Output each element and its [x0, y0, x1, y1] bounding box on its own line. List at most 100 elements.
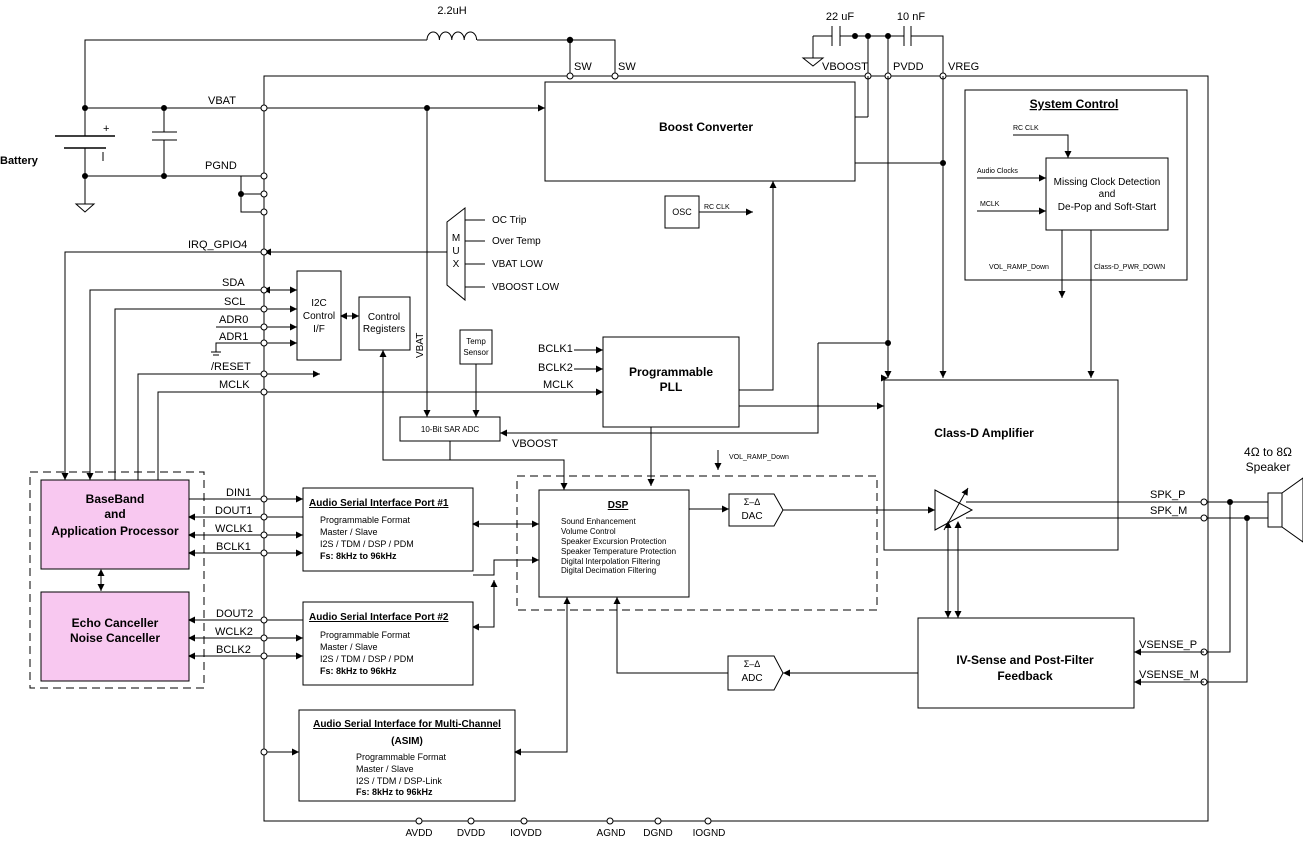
sysctl-audio-clocks-label: Audio Clocks [977, 168, 1018, 175]
asim-item-4: Fs: 8kHz to 96kHz [356, 787, 433, 797]
pin-vbat-label: VBAT [208, 95, 236, 107]
battery-plus: + [103, 123, 109, 135]
asim-item-3: I2S / TDM / DSP-Link [356, 776, 442, 786]
asi-port1-item-1: Programmable Format [320, 515, 411, 525]
pin-irq-label: IRQ_GPIO4 [188, 239, 247, 251]
missing-clock-line2: and [1099, 189, 1116, 200]
pin-scl-label: SCL [224, 296, 245, 308]
pin-spk-p-label: SPK_P [1150, 489, 1185, 501]
vbat-vertical-label: VBAT [415, 333, 426, 358]
iv-sense-block [917, 617, 1135, 709]
speaker-symbol [1200, 477, 1303, 686]
baseband-label-2: and [104, 507, 125, 521]
missing-clock-line1: Missing Clock Detection [1054, 177, 1161, 188]
pin-sw1-label: SW [574, 61, 592, 73]
pin-dout2-label: DOUT2 [216, 608, 253, 620]
echo-label-1: Echo Canceller [72, 616, 159, 630]
iv-sense-label-1: IV-Sense and Post-Filter [956, 653, 1094, 667]
sar-adc-block [399, 416, 501, 442]
mux-letter-u: U [452, 246, 459, 257]
pin-din1-label: DIN1 [226, 487, 251, 499]
temp-sensor-label-1: Temp [466, 337, 486, 346]
boost-converter-block [544, 81, 856, 182]
asi-port1-block [302, 487, 474, 572]
pin-iognd-label: IOGND [693, 828, 726, 839]
sysctl-rc-clk-label: RC CLK [1013, 125, 1039, 132]
pll-in-mclk: MCLK [543, 379, 574, 391]
pin-vsense-p-label: VSENSE_P [1139, 639, 1197, 651]
battery-ground-symbol [74, 203, 96, 213]
pin-dvdd-label: DVDD [457, 828, 485, 839]
sigma-delta-dac-block [728, 493, 784, 527]
asi-port2-item-1: Programmable Format [320, 630, 411, 640]
asi-port2-title: Audio Serial Interface Port #2 [309, 612, 449, 623]
class-d-amplifier-block [883, 379, 1119, 551]
inductor-label: 2.2uH [437, 5, 466, 17]
asim-item-1: Programmable Format [356, 752, 447, 762]
battery-label: Battery [0, 155, 39, 167]
cap-10nf-label: 10 nF [897, 11, 925, 23]
temp-sensor-block [459, 329, 493, 365]
dac-label: DAC [741, 511, 762, 522]
pin-iovdd-label: IOVDD [510, 828, 542, 839]
pin-pgnd-label: PGND [205, 160, 237, 172]
osc-block [664, 195, 700, 229]
asi-port2-item-2: Master / Slave [320, 642, 378, 652]
sysctl-mclk-label: MCLK [980, 201, 1000, 208]
pin-mclk-label: MCLK [219, 379, 250, 391]
asim-subtitle: (ASIM) [391, 736, 423, 747]
vol-ramp-down-label-2: VOL_RAMP_Down [729, 454, 789, 461]
pin-bclk2-label: BCLK2 [216, 644, 251, 656]
system-control-title: System Control [1030, 97, 1119, 111]
boost-converter-label: Boost Converter [659, 120, 753, 134]
mux-input-oc-trip: OC Trip [492, 215, 527, 226]
dsp-item-5: Digital Interpolation Filtering [561, 557, 660, 566]
external-power-network: 2.2uH VBAT + Battery PGND [0, 5, 944, 216]
asi-port2-item-4: Fs: 8kHz to 96kHz [320, 666, 397, 676]
asi1-signal-lines: DIN1 DOUT1 WCLK1 BCLK1 [188, 487, 303, 557]
mux-letter-m: M [452, 233, 460, 244]
missing-clock-line3: De-Pop and Soft-Start [1058, 202, 1157, 213]
mux-input-over-temp: Over Temp [492, 236, 541, 247]
pin-wclk2-label: WCLK2 [215, 626, 253, 638]
i2c-label-1: I2C [311, 298, 327, 309]
temp-sensor-label-2: Sensor [463, 348, 489, 357]
pin-bclk1-label: BCLK1 [216, 541, 251, 553]
pin-pvdd-label: PVDD [893, 61, 924, 73]
sigma-delta-adc-block [727, 655, 784, 691]
left-control-pins: SDA SCL ADR0 ADR1 /RESET MCLK [86, 277, 603, 480]
dsp-item-2: Volume Control [561, 527, 616, 536]
speaker-word-label: Speaker [1246, 460, 1291, 474]
control-registers-label-1: Control [368, 312, 400, 323]
pin-vsense-m-label: VSENSE_M [1139, 669, 1199, 681]
asi-port2-item-3: I2S / TDM / DSP / PDM [320, 654, 414, 664]
control-registers-label-2: Registers [363, 324, 405, 335]
bottom-pins: AVDD DVDD IOVDD AGND DGND IOGND [405, 817, 726, 839]
pin-dgnd-label: DGND [643, 828, 672, 839]
mux-block [446, 206, 466, 302]
pll-block [602, 336, 740, 428]
baseband-processor-block [40, 479, 190, 570]
cap-22uf-label: 22 uF [826, 11, 854, 23]
pll-label-1: Programmable [629, 365, 713, 379]
dsp-title: DSP [608, 500, 629, 511]
dac-sigma-delta: Σ–Δ [744, 497, 761, 507]
pll-in-bclk2: BCLK2 [538, 362, 573, 374]
dsp-block [538, 489, 690, 598]
pin-agnd-label: AGND [597, 828, 626, 839]
asi-port1-item-3: I2S / TDM / DSP / PDM [320, 539, 414, 549]
osc-rc-clk-label: RC CLK [704, 204, 730, 211]
classd-pwr-down-label: Class-D_PWR_DOWN [1094, 264, 1165, 271]
asi2-signal-lines: DOUT2 WCLK2 BCLK2 [188, 608, 303, 660]
pin-spk-m-label: SPK_M [1150, 505, 1187, 517]
asi-port1-title: Audio Serial Interface Port #1 [309, 498, 449, 509]
pll-label-2: PLL [660, 380, 683, 394]
pin-sw2-label: SW [618, 61, 636, 73]
asi-port1-item-4: Fs: 8kHz to 96kHz [320, 551, 397, 561]
i2c-label-2: Control [303, 311, 335, 322]
sar-adc-label: 10-Bit SAR ADC [421, 425, 479, 434]
dsp-item-4: Speaker Temperature Protection [561, 547, 676, 556]
missing-clock-block [1045, 157, 1169, 231]
control-registers-block [358, 296, 411, 351]
